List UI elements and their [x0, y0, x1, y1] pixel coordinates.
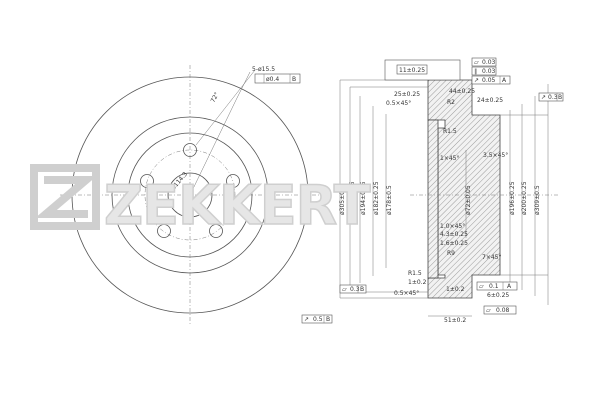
chamfer-05x45-bottom: 0.5×45°: [394, 290, 419, 297]
chamfer-7x45: 7×45°: [482, 254, 501, 261]
svg-text:0.03: 0.03: [482, 59, 496, 66]
svg-text:0.3: 0.3: [548, 94, 558, 101]
section-profile: [427, 79, 501, 299]
top-thickness-box: 11±0.25: [384, 59, 461, 81]
svg-text:0.1: 0.1: [489, 283, 499, 290]
left-diameters: ø305±0.5 ø204±0.25 ø194±0.25 ø182±0.25 ø…: [339, 181, 393, 215]
svg-text:11±0.25: 11±0.25: [399, 67, 425, 74]
bottom-right-box: ⏥ 0.08: [483, 305, 517, 315]
svg-text:0.05: 0.05: [482, 77, 496, 84]
svg-text:⏥: ⏥: [486, 307, 491, 314]
svg-text:ø182±0.25: ø182±0.25: [373, 181, 380, 215]
chamfer-1x45: 1×45°: [440, 155, 459, 162]
right-diameters: ø72±0.05 ø196±0.25 ø200±0.25 ø309±0.5: [465, 181, 541, 215]
svg-text:▱: ▱: [479, 283, 484, 290]
radius-r15-top: R1.5: [443, 128, 457, 135]
dim-1-left: 1±0.2: [408, 279, 427, 286]
bolt-hole-4: [157, 224, 171, 238]
chamfer-10x45: 1.0×45°: [440, 223, 465, 230]
svg-text:B: B: [360, 286, 364, 293]
dim-43: 4.3±0.25: [440, 231, 468, 238]
zekkert-watermark: ZEKKERT: [30, 164, 373, 238]
bolt-hole-3: [209, 224, 223, 238]
bolt-hole-2: [226, 174, 240, 188]
dim-r2: R2: [447, 99, 455, 106]
svg-text:0.03: 0.03: [482, 68, 496, 75]
svg-text:↗: ↗: [541, 94, 546, 101]
svg-text:▱: ▱: [342, 286, 347, 293]
dim-24: 24±0.25: [477, 97, 503, 104]
bolt-hole-callout: 5-ø15.5 ø0.4 B: [252, 66, 301, 84]
side-runout-box: ↗ 0.3 B: [538, 92, 564, 102]
dim-51: 51±0.2: [444, 317, 466, 324]
svg-text:ø194±0.25: ø194±0.25: [360, 181, 367, 215]
radius-r15-bottom: R1.5: [408, 270, 422, 277]
svg-text:0.08: 0.08: [496, 307, 510, 314]
dim-05x45-top: 0.5×45°: [386, 100, 411, 107]
svg-text:ø178±0.5: ø178±0.5: [386, 185, 393, 215]
dim-25: 25±0.25: [394, 91, 420, 98]
dim-1-right: 1±0.2: [446, 286, 465, 293]
dim-6: 6±0.25: [487, 292, 509, 299]
dim-44: 44±0.25: [449, 88, 475, 95]
svg-text:ø305±0.5: ø305±0.5: [339, 185, 346, 215]
dim-16: 1.6±0.25: [440, 240, 468, 247]
svg-text:↗: ↗: [304, 316, 309, 323]
svg-text:ø309±0.5: ø309±0.5: [534, 185, 541, 215]
angle-label: 72°: [210, 91, 221, 104]
section-hat-left: [427, 119, 439, 279]
chamfer-35x45: 3.5×45°: [483, 152, 508, 159]
svg-text:B: B: [558, 94, 562, 101]
svg-text:∥: ∥: [474, 68, 477, 75]
svg-text:ø196±0.25: ø196±0.25: [509, 181, 516, 215]
svg-text:A: A: [507, 283, 512, 290]
bottom-runout-box: ↗ 0.5 B: [301, 314, 333, 324]
svg-text:0.5: 0.5: [313, 316, 323, 323]
front-view: 72° ø114.3 5-ø15.5 ø0.4 B: [60, 65, 320, 325]
bolt-hole-5: [140, 174, 154, 188]
flatness-box-a: ▱ 0.1 A: [476, 281, 518, 291]
svg-text:5-ø15.5: 5-ø15.5: [252, 66, 275, 73]
svg-text:A: A: [502, 77, 507, 84]
svg-text:ø200±0.25: ø200±0.25: [521, 181, 528, 215]
tolerance-stack-top: ⏥ 0.03 ∥ 0.03 ↗ 0.05 A: [471, 57, 511, 85]
svg-text:0.3: 0.3: [350, 286, 360, 293]
radius-r9: R9: [447, 250, 455, 257]
section-view: ø305±0.5 ø204±0.25 ø194±0.25 ø182±0.25 ø…: [301, 57, 564, 324]
svg-text:↗: ↗: [474, 77, 479, 84]
watermark-brand: ZEKKERT: [104, 174, 371, 237]
svg-text:ø204±0.25: ø204±0.25: [349, 181, 356, 215]
svg-text:B: B: [292, 76, 296, 83]
svg-text:ø0.4: ø0.4: [266, 76, 279, 83]
svg-text:ø72±0.05: ø72±0.05: [465, 185, 472, 215]
bottom-left-box: ▱ 0.3 B: [339, 284, 367, 294]
svg-text:⏥: ⏥: [474, 59, 479, 66]
svg-text:B: B: [326, 316, 330, 323]
